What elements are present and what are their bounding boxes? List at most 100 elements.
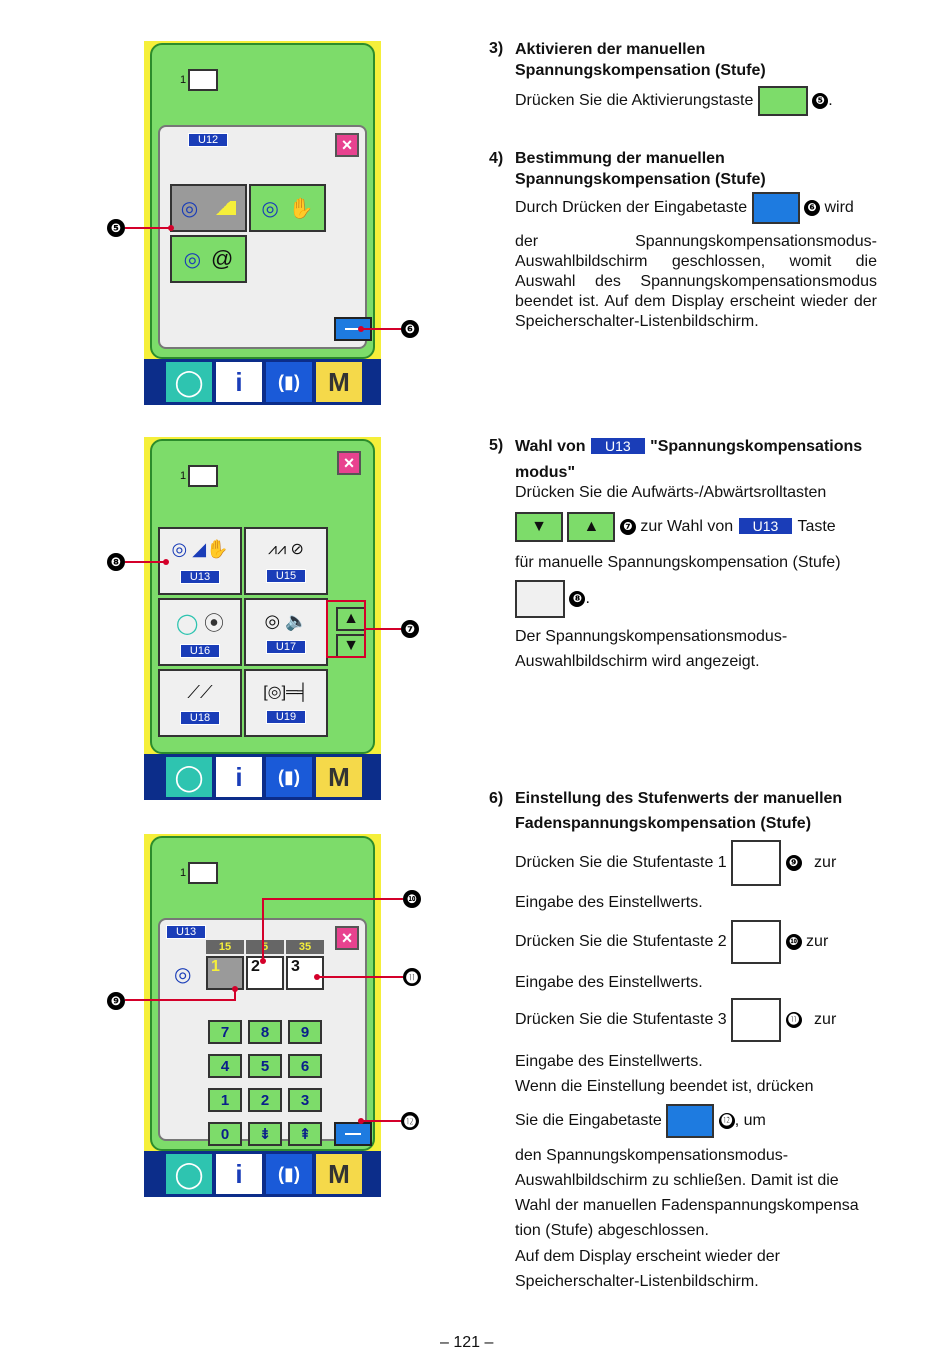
communication-button[interactable]: (▮) bbox=[266, 757, 312, 797]
info-button[interactable]: i bbox=[216, 362, 262, 402]
communication-button[interactable]: (▮) bbox=[266, 1154, 312, 1194]
increment-button[interactable]: ⇞ bbox=[288, 1122, 322, 1146]
step-text: Der Spannungskompensationsmodus- bbox=[515, 628, 788, 645]
auto-compensation-button[interactable]: ◎ @ bbox=[170, 235, 247, 283]
step-text: Sie die Eingabetaste ⓬, um bbox=[515, 1104, 880, 1138]
step-text: Drücken Sie die Stufentaste 2 ❿ zur bbox=[515, 920, 880, 964]
down-arrow-icon: ▼ bbox=[343, 637, 359, 654]
ready-button[interactable]: ◯ bbox=[166, 757, 212, 797]
mode-button[interactable]: M bbox=[316, 1154, 362, 1194]
key-6[interactable]: 6 bbox=[288, 1054, 322, 1078]
code-badge: U18 bbox=[179, 710, 221, 725]
step-key-2[interactable]: 2 bbox=[246, 956, 284, 990]
screen-panel-1: 1 U12 × ◎ ◎ ✋ ◎ @ ◯ i (▮) M bbox=[144, 41, 381, 405]
step-text: Auf dem Display erscheint wieder der bbox=[515, 1248, 781, 1265]
mode-select-box: U12 × ◎ ◎ ✋ ◎ @ bbox=[158, 125, 372, 349]
step-text: Speicherschalter-Listenbildschirm. bbox=[515, 1273, 759, 1290]
step-text: Drücken Sie die Aufwärts-/Abwärtsrolltas… bbox=[515, 484, 827, 501]
memory-switch-icon: 1 bbox=[180, 862, 219, 884]
level-value-2: 5 bbox=[246, 940, 284, 954]
key-5[interactable]: 5 bbox=[248, 1054, 282, 1078]
close-button[interactable]: × bbox=[337, 451, 361, 475]
info-button[interactable]: i bbox=[216, 1154, 262, 1194]
step-compensation-button[interactable]: ◎ bbox=[170, 184, 247, 232]
key-4[interactable]: 4 bbox=[208, 1054, 242, 1078]
communication-button[interactable]: (▮) bbox=[266, 362, 312, 402]
key-9[interactable]: 9 bbox=[288, 1020, 322, 1044]
step1-key-icon bbox=[731, 840, 782, 886]
up-arrow-icon: ▲ bbox=[343, 610, 359, 627]
down-key-icon: ▼ bbox=[515, 512, 563, 542]
activation-key-icon bbox=[757, 86, 808, 116]
code-badge: U17 bbox=[265, 639, 307, 654]
step-text: Wenn die Einstellung beendet ist, drücke… bbox=[515, 1078, 814, 1095]
step-key-3[interactable]: 3 bbox=[286, 956, 324, 990]
step-number: 4) bbox=[489, 150, 504, 167]
step-text: Drücken Sie die Stufentaste 3 ⓫ zur bbox=[515, 998, 880, 1042]
mode-button-u16[interactable]: ◯ ⦿ U16 bbox=[158, 598, 242, 666]
key-7[interactable]: 7 bbox=[208, 1020, 242, 1044]
step-title: Aktivieren der manuellen bbox=[515, 41, 706, 58]
info-button[interactable]: i bbox=[216, 757, 262, 797]
mode-button-u17[interactable]: ◎ 🔈 U17 bbox=[244, 598, 328, 666]
screen-area: 1 × ◎ ◢✋ U13 ⩘⩘ ⊘ U15 ◯ ⦿ U16 ◎ 🔈 U17 ⟋⟋… bbox=[150, 439, 375, 754]
key-8[interactable]: 8 bbox=[248, 1020, 282, 1044]
step-title: Wahl von U13 "Spannungskompensations bbox=[515, 437, 863, 455]
step-number: 5) bbox=[489, 437, 504, 454]
memory-icon: [◎]═╡ bbox=[263, 684, 309, 701]
presser-icon: ⟋⟋ bbox=[187, 681, 213, 702]
key-1[interactable]: 1 bbox=[208, 1088, 242, 1112]
mode-button-u19[interactable]: [◎]═╡ U19 bbox=[244, 669, 328, 737]
mode-button-u18[interactable]: ⟋⟋ U18 bbox=[158, 669, 242, 737]
step-text: für manuelle Spannungskompensation (Stuf… bbox=[515, 554, 841, 571]
bobbin-icon: ◯ ⦿ bbox=[176, 612, 224, 635]
mode-button[interactable]: M bbox=[316, 757, 362, 797]
level-value-1: 15 bbox=[206, 940, 244, 954]
close-button[interactable]: × bbox=[335, 926, 359, 950]
step-text: Auswahlbildschirm wird angezeigt. bbox=[515, 653, 760, 670]
decrement-button[interactable]: ⇟ bbox=[248, 1122, 282, 1146]
key-3[interactable]: 3 bbox=[288, 1088, 322, 1112]
code-badge: U16 bbox=[179, 643, 221, 658]
mode-button-u15[interactable]: ⩘⩘ ⊘ U15 bbox=[244, 527, 328, 595]
callout-8: ❽ bbox=[107, 553, 125, 571]
key-0[interactable]: 0 bbox=[208, 1122, 242, 1146]
step-text: Eingabe des Einstellwerts. bbox=[515, 894, 703, 911]
callout-11: ⓫ bbox=[403, 968, 421, 986]
level-value-3: 35 bbox=[286, 940, 324, 954]
up-key-icon: ▲ bbox=[567, 512, 616, 542]
code-badge: U13 bbox=[589, 437, 646, 455]
memory-switch-icon: 1 bbox=[180, 465, 219, 487]
u13-key-icon bbox=[515, 580, 565, 618]
mode-button[interactable]: M bbox=[316, 362, 362, 402]
enter-button[interactable] bbox=[334, 1122, 372, 1146]
spool-icon: ◎ bbox=[174, 964, 192, 986]
code-badge: U13 bbox=[166, 925, 207, 939]
step-title: Einstellung des Stufenwerts der manuelle… bbox=[515, 790, 843, 807]
code-badge: U13 bbox=[737, 517, 794, 536]
ready-button[interactable]: ◯ bbox=[166, 1154, 212, 1194]
callout-10: ❿ bbox=[403, 890, 421, 908]
step-text: ❽. bbox=[515, 580, 880, 618]
step-key-1[interactable]: 1 bbox=[206, 956, 244, 990]
step-text: Auswahlbildschirm zu schließen. Damit is… bbox=[515, 1172, 839, 1189]
step-title: Spannungskompensation (Stufe) bbox=[515, 62, 766, 79]
mode-button-u13[interactable]: ◎ ◢✋ U13 bbox=[158, 527, 242, 595]
enter-key-icon bbox=[751, 192, 800, 224]
scroll-up-button[interactable]: ▲ bbox=[336, 607, 366, 631]
minus-icon: ⇟ bbox=[258, 1126, 272, 1143]
step-text: ▼ ▲ ❼ zur Wahl von U13 Taste bbox=[515, 512, 880, 542]
step2-key-icon bbox=[731, 920, 782, 964]
screen-panel-3: 1 U13 15 5 35 × ◎ 1 2 3 7 8 9 4 5 6 1 2 … bbox=[144, 834, 381, 1197]
step-text: Wahl der manuellen Fadenspannungskompens… bbox=[515, 1197, 859, 1214]
close-button[interactable]: × bbox=[335, 133, 359, 157]
callout-12: ⓬ bbox=[401, 1112, 419, 1130]
sound-icon: ◎ 🔈 bbox=[264, 610, 308, 631]
manual-compensation-button[interactable]: ◎ ✋ bbox=[249, 184, 326, 232]
page-number: – 121 – bbox=[440, 1334, 494, 1351]
callout-5: ❺ bbox=[107, 219, 125, 237]
ready-button[interactable]: ◯ bbox=[166, 362, 212, 402]
step-value-box: U13 15 5 35 × ◎ 1 2 3 7 8 9 4 5 6 1 2 3 … bbox=[158, 918, 372, 1146]
tension-icon: ⩘⩘ ⊘ bbox=[268, 541, 304, 558]
key-2[interactable]: 2 bbox=[248, 1088, 282, 1112]
